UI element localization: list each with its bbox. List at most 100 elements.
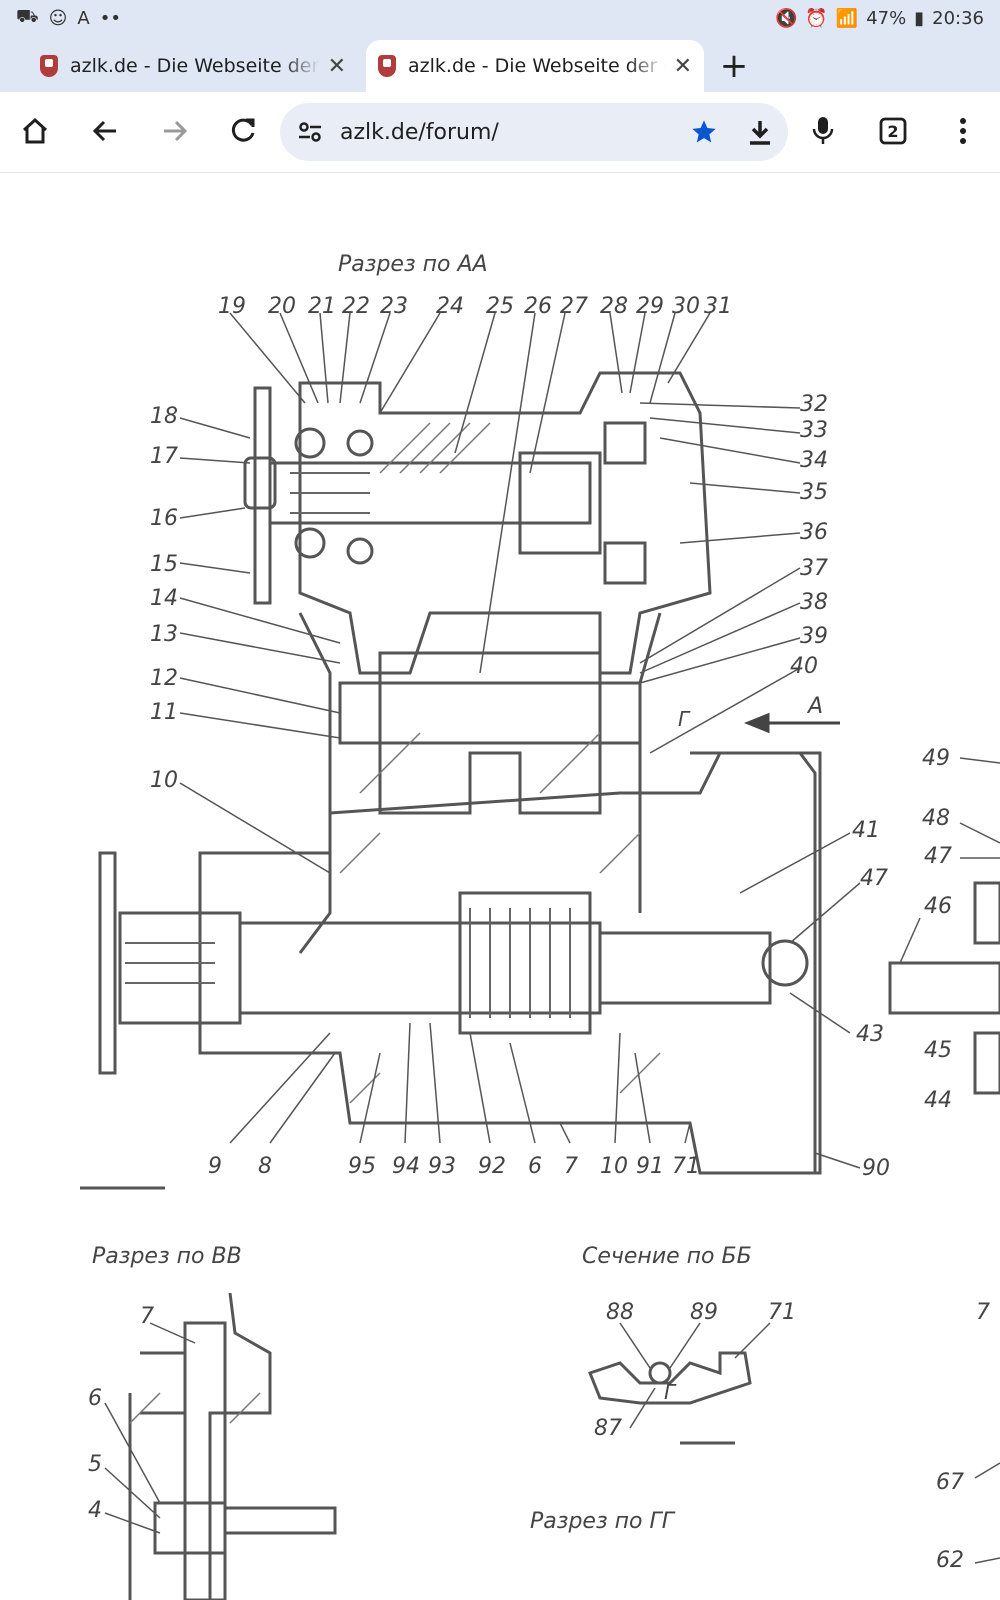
part-number: 34 <box>800 448 828 473</box>
part-number: 87 <box>594 1416 622 1441</box>
arrow-a-label: А <box>806 694 823 719</box>
tab-switcher-button[interactable]: 2 <box>870 106 916 156</box>
cut-marker-g: Г <box>678 707 691 731</box>
car-notification-icon: ⛟ <box>16 6 39 27</box>
wifi-icon: 📶 <box>835 7 859 29</box>
part-number: 94 <box>392 1154 420 1179</box>
part-number: 7 <box>564 1154 578 1179</box>
part-number: 91 <box>636 1154 664 1179</box>
part-number: 25 <box>486 294 514 319</box>
battery-percent: 47% <box>866 7 907 29</box>
microphone-icon <box>812 117 834 144</box>
azlk-favicon-icon <box>40 55 58 77</box>
azlk-favicon-icon <box>378 55 396 77</box>
part-number: 43 <box>856 1022 884 1047</box>
url-text[interactable]: azlk.de/forum/ <box>340 119 499 145</box>
tab-strip: azlk.de - Die Webseite der d ✕ azlk.de -… <box>0 36 1000 92</box>
part-number: 17 <box>150 444 178 469</box>
download-icon[interactable] <box>732 118 788 146</box>
back-arrow-icon <box>92 120 116 142</box>
notification-icons: ⛟ ☺ A •• <box>16 6 121 30</box>
part-number: 21 <box>308 294 336 319</box>
part-number: 49 <box>922 746 950 771</box>
part-number: 47 <box>860 866 888 891</box>
part-number: 6 <box>528 1154 542 1179</box>
browser-toolbar: azlk.de/forum/ 2 <box>0 92 1000 173</box>
part-number: 6 <box>88 1386 102 1411</box>
part-number: 16 <box>150 506 178 531</box>
part-number: 39 <box>800 624 828 649</box>
new-tab-button[interactable]: + <box>719 46 749 86</box>
page-content: Разрез по АА Разрез по ВВ Сечение по ББ … <box>0 173 1000 1600</box>
part-number: 67 <box>936 1470 964 1495</box>
part-number: 26 <box>524 294 552 319</box>
part-number: 45 <box>924 1038 952 1063</box>
part-number: 32 <box>800 392 828 417</box>
tab-switcher-icon: 2 <box>879 117 907 145</box>
part-number: 22 <box>342 294 370 319</box>
part-number: 10 <box>150 768 178 793</box>
part-number: 90 <box>862 1156 890 1181</box>
section-vv-title: Разрез по ВВ <box>92 1244 242 1269</box>
part-number: 38 <box>800 590 828 615</box>
close-tab-icon[interactable]: ✕ <box>673 53 692 79</box>
more-notifications-icon: •• <box>99 7 121 29</box>
part-number: 71 <box>672 1154 700 1179</box>
tab-count: 2 <box>887 122 898 141</box>
tab-title: azlk.de - Die Webseite der d <box>408 55 666 77</box>
part-number: 30 <box>672 294 700 319</box>
site-settings-icon[interactable] <box>280 121 340 143</box>
part-number: 41 <box>852 818 880 843</box>
part-number: 37 <box>800 556 828 581</box>
tab-title: azlk.de - Die Webseite der d <box>70 55 320 77</box>
mute-icon: 🔇 <box>774 7 798 29</box>
part-number: 95 <box>348 1154 376 1179</box>
tab-2-active[interactable]: azlk.de - Die Webseite der d ✕ <box>366 40 704 92</box>
part-number: 7 <box>140 1304 154 1329</box>
section-bb-title: Сечение по ББ <box>582 1244 752 1269</box>
reload-button[interactable] <box>220 106 266 156</box>
font-notification-icon: A <box>77 7 90 29</box>
part-number: 92 <box>478 1154 506 1179</box>
part-number: 29 <box>636 294 664 319</box>
part-number: 7 <box>976 1300 990 1325</box>
part-number: 11 <box>150 700 178 725</box>
forward-arrow-icon <box>164 120 188 142</box>
tab-1[interactable]: azlk.de - Die Webseite der d ✕ <box>28 40 358 92</box>
part-number: 23 <box>380 294 408 319</box>
part-number: 36 <box>800 520 828 545</box>
home-icon <box>22 117 48 144</box>
part-number: 35 <box>800 480 828 505</box>
part-number: 62 <box>936 1548 964 1573</box>
home-button[interactable] <box>12 106 58 156</box>
part-number: 9 <box>208 1154 222 1179</box>
close-tab-icon[interactable]: ✕ <box>327 53 346 79</box>
back-button[interactable] <box>82 106 128 156</box>
address-bar[interactable]: azlk.de/forum/ <box>280 103 788 161</box>
forward-button[interactable] <box>152 106 198 156</box>
part-number: 28 <box>600 294 628 319</box>
app-notification-icon: ☺ <box>48 7 68 29</box>
part-number: 71 <box>768 1300 796 1325</box>
alarm-icon: ⏰ <box>805 7 828 29</box>
cut-marker-g-bottom: Г <box>664 1380 677 1404</box>
part-number: 4 <box>88 1498 102 1523</box>
part-number: 31 <box>704 294 732 319</box>
clock: 20:36 <box>932 7 984 29</box>
status-bar: ⛟ ☺ A •• 🔇 ⏰ 📶 47% ▮ 20:36 <box>0 0 1000 36</box>
reload-icon <box>231 118 255 142</box>
bookmark-star-icon[interactable] <box>676 118 732 146</box>
part-number: 33 <box>800 418 828 443</box>
battery-icon: ▮ <box>914 7 925 29</box>
voice-search-button[interactable] <box>800 106 846 156</box>
part-number: 15 <box>150 552 178 577</box>
gearbox-cross-section-drawing: Разрез по АА Разрез по ВВ Сечение по ББ … <box>80 252 1000 1600</box>
part-number: 8 <box>258 1154 272 1179</box>
kebab-menu-icon <box>960 118 966 144</box>
more-menu-button[interactable] <box>940 106 986 156</box>
part-number: 10 <box>600 1154 628 1179</box>
part-number: 24 <box>436 294 464 319</box>
part-number: 88 <box>606 1300 634 1325</box>
part-number: 89 <box>690 1300 718 1325</box>
part-number: 12 <box>150 666 178 691</box>
